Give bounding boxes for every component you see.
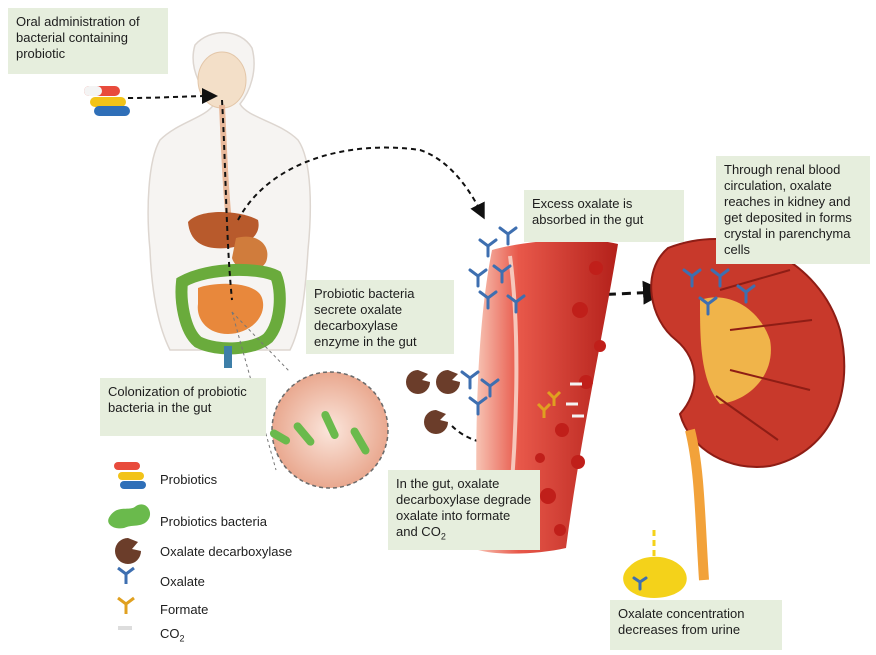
rectum (224, 346, 232, 368)
arrow-oral-to-mouth (128, 96, 212, 98)
enzyme-shapes (406, 370, 460, 434)
secrete-enzyme-box: Probiotic bacteria secrete oxalate decar… (306, 280, 454, 354)
renal-circulation-text: Through renal blood circulation, oxalate… (724, 162, 852, 257)
degrade-text: In the gut, oxalate decarboxylase degrad… (396, 476, 531, 539)
colonization-box: Colonization of probiotic bacteria in th… (100, 378, 266, 436)
legend-formate-icon (118, 598, 134, 614)
legend-bacteria-label: Probiotics bacteria (160, 514, 267, 529)
urine-text: Oxalate concentration decreases from uri… (618, 606, 744, 637)
legend-oxalate-icon (118, 568, 134, 584)
secrete-enzyme-text: Probiotic bacteria secrete oxalate decar… (314, 286, 417, 349)
legend-enzyme-label: Oxalate decarboxylase (160, 544, 292, 559)
excess-oxalate-text: Excess oxalate is absorbed in the gut (532, 196, 643, 227)
legend-co2-subscript: 2 (180, 634, 185, 644)
legend-probiotics-label: Probiotics (160, 472, 217, 487)
legend-bacteria-icon (108, 504, 150, 528)
legend-co2-label: CO2 (160, 626, 185, 644)
head (198, 52, 246, 108)
legend-co2-text: CO (160, 626, 180, 641)
legend-oxalate-label: Oxalate (160, 574, 205, 589)
oral-admin-text: Oral administration of bacterial contain… (16, 14, 140, 61)
degrade-subscript: 2 (441, 532, 446, 542)
degrade-box: In the gut, oxalate decarboxylase degrad… (388, 470, 540, 550)
colonization-text: Colonization of probiotic bacteria in th… (108, 384, 247, 415)
excess-oxalate-box: Excess oxalate is absorbed in the gut (524, 190, 684, 242)
legend-probiotics-icon (114, 462, 146, 489)
probiotic-capsules (84, 86, 130, 116)
oral-admin-box: Oral administration of bacterial contain… (8, 8, 168, 74)
legend-icons (108, 462, 150, 628)
human-body (148, 33, 310, 368)
legend-enzyme-icon (115, 538, 141, 564)
renal-circulation-box: Through renal blood circulation, oxalate… (716, 156, 870, 264)
urine-box: Oxalate concentration decreases from uri… (610, 600, 782, 650)
legend-formate-label: Formate (160, 602, 208, 617)
